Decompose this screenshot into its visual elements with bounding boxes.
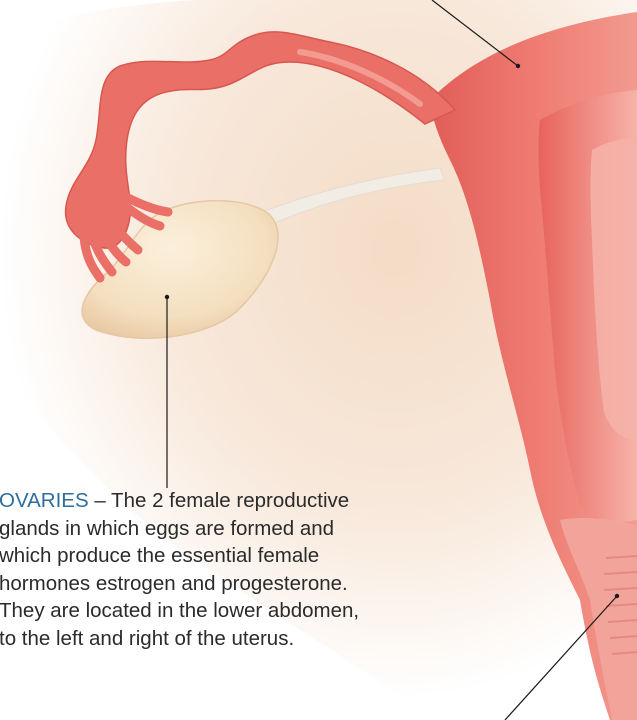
ovaries-term: OVARIES — [0, 489, 89, 512]
caption-text-1: – The 2 female reproductive — [89, 489, 350, 512]
caption-line-2: glands in which eggs are formed and — [0, 515, 519, 543]
ovaries-caption: OVARIES – The 2 female reproductive glan… — [0, 487, 519, 652]
caption-line-1: OVARIES – The 2 female reproductive — [0, 487, 519, 515]
leader-dot-ovaries — [165, 295, 169, 299]
caption-line-4: hormones estrogen and progesterone. — [0, 570, 519, 598]
leader-dot-top — [516, 64, 520, 68]
caption-line-5: They are located in the lower abdomen, — [0, 597, 519, 625]
leader-dot-bottom — [615, 594, 619, 598]
caption-line-3: which produce the essential female — [0, 542, 519, 570]
caption-line-6: to the left and right of the uterus. — [0, 625, 519, 653]
